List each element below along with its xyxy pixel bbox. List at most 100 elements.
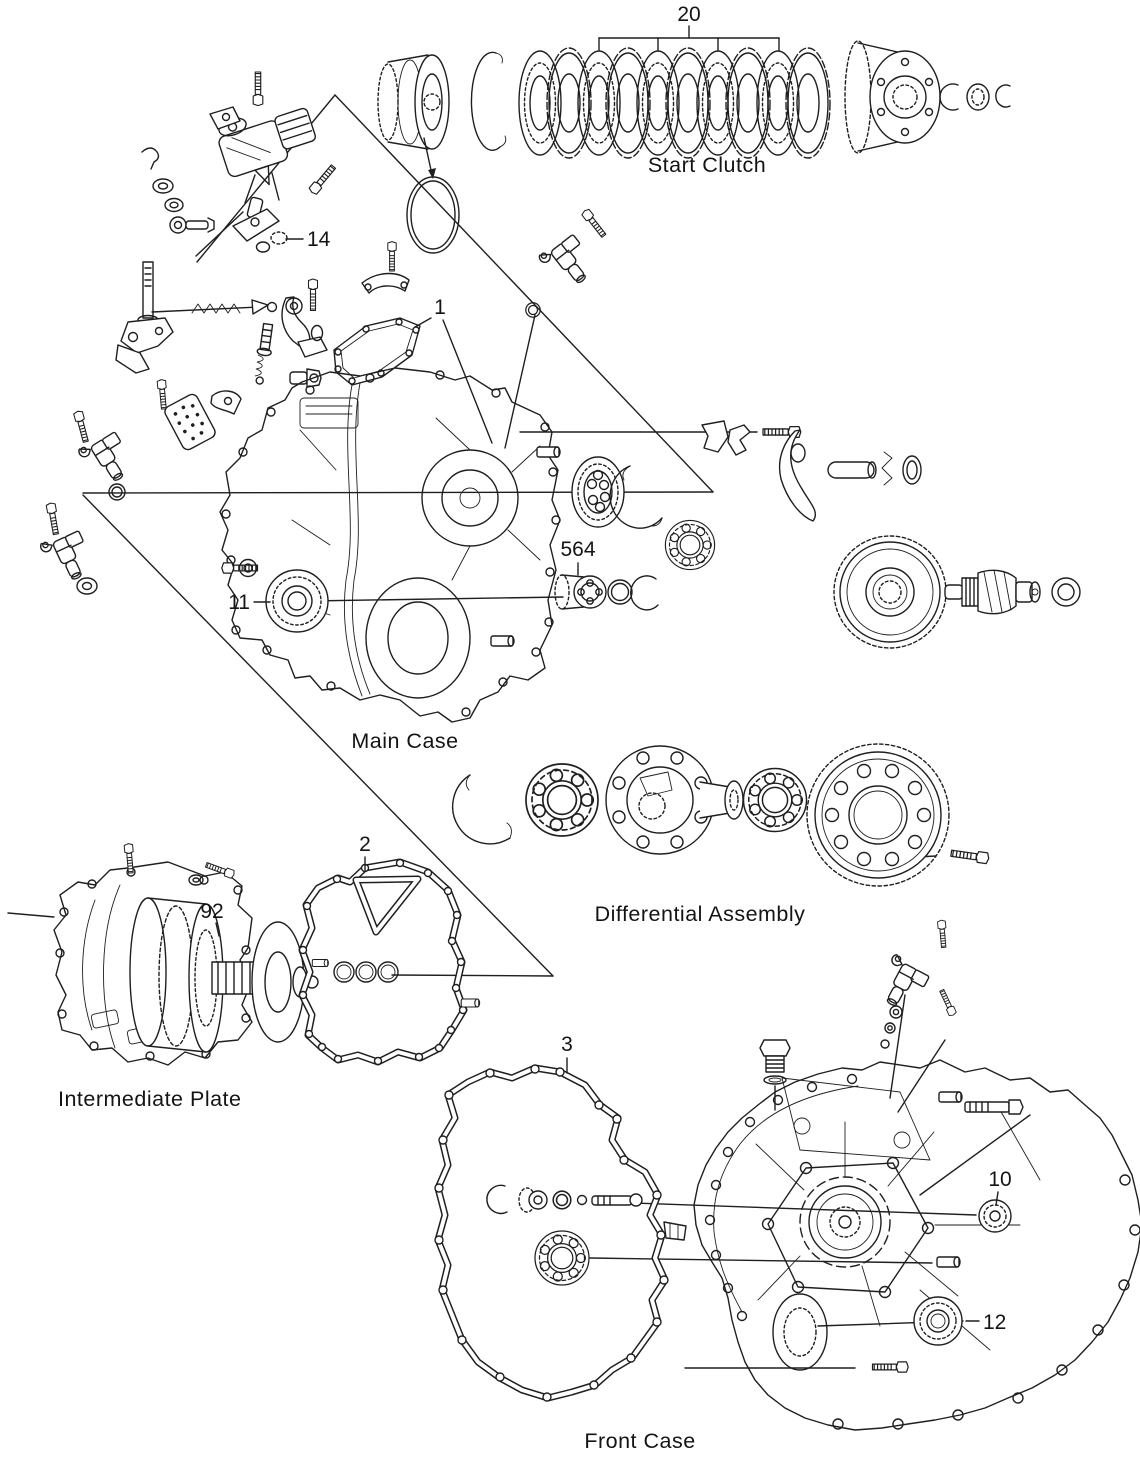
large-o-ring: [406, 176, 460, 254]
bolt-washer-pair: [188, 874, 204, 886]
drum-snap-ring: [995, 84, 1011, 108]
dowel-pin-icon: [460, 998, 481, 1008]
main-case-body: [219, 367, 561, 723]
bolt-icon: [871, 1361, 909, 1373]
main-case-section: 1: [38, 207, 608, 753]
clutch-pack: [518, 47, 831, 159]
bolt-icon: [204, 860, 236, 880]
needle-bearing: [571, 456, 625, 528]
friction-disc: [636, 50, 680, 156]
ring-gear-bolt: [949, 847, 991, 865]
pivot-shaft: [591, 1193, 643, 1207]
callout-12: 12: [983, 1311, 1006, 1334]
secondary-gear-set: [833, 535, 1081, 649]
bolt-icon: [387, 241, 397, 272]
o-ring-icon: [552, 1190, 572, 1210]
clutch-drum: [844, 40, 941, 154]
seal-bearing-11: [265, 569, 329, 633]
bolt-icon: [156, 378, 169, 410]
start-clutch-section: 20: [377, 3, 1011, 254]
callout-14: 14: [307, 228, 331, 251]
washer-stack: [152, 178, 184, 213]
front-case-section: 3: [434, 919, 1140, 1453]
differential-section: Differential Assembly: [452, 743, 991, 926]
tiny-washer: [576, 1194, 588, 1206]
final-ring-gear: [806, 743, 950, 887]
bolt-icon: [72, 409, 91, 444]
callout-20-bracket: [598, 25, 780, 51]
leader-lines: [82, 94, 1031, 1369]
hook-clip-icon: [141, 147, 160, 170]
pinion-washer: [1051, 577, 1081, 607]
differential-label: Differential Assembly: [595, 902, 806, 926]
bolt-icon: [307, 162, 338, 196]
bolt-icon: [937, 988, 958, 1018]
bolt-icon: [252, 71, 264, 107]
start-clutch-label: Start Clutch: [648, 153, 766, 177]
snap-ring-large: [609, 465, 663, 529]
detent-clip: [663, 1221, 687, 1241]
diff-bearing-left: [525, 763, 599, 837]
bolt-icon: [307, 278, 319, 312]
clutch-drum-assembly: [129, 897, 319, 1053]
secondary-pinion-shaft: [944, 569, 1041, 615]
bolt-icon: [45, 501, 61, 536]
clutch-plate: [785, 47, 831, 159]
callout-1: 1: [434, 296, 446, 319]
o-ring-icon: [108, 483, 126, 501]
detent-bolt-spring: [254, 322, 274, 385]
joint-elbow: [289, 368, 322, 388]
ball-bearing-icon: [664, 519, 716, 571]
callout-92-tick: [215, 922, 220, 937]
callout-3: 3: [561, 1033, 573, 1056]
solenoid-assembly: [218, 107, 316, 186]
lower-bracket: [297, 324, 328, 358]
parking-pawl-parts: [701, 420, 922, 522]
o-ring-icon: [525, 302, 541, 318]
callout-10: 10: [988, 1168, 1011, 1191]
front-case-body: [693, 1059, 1140, 1431]
diff-snap-ring: [452, 774, 511, 845]
differential-carrier: [605, 745, 744, 855]
mainshaft-parts: 564: [554, 420, 922, 611]
link-rod: [169, 216, 215, 234]
callout-564: 564: [560, 538, 595, 561]
callout-10-tick: [995, 1191, 999, 1206]
arrow-to-oring: [423, 137, 436, 179]
front-case-label: Front Case: [584, 1429, 695, 1453]
intermediate-plate-body: [7, 861, 253, 1066]
friction-disc: [696, 50, 740, 156]
drain-plug: [759, 1039, 791, 1085]
intermediate-plate-section: 92 2 Intermediate Plate: [7, 833, 481, 1111]
control-shaft: [115, 261, 174, 374]
front-case-sensor: [872, 952, 932, 1015]
speed-sensor-top: [537, 230, 600, 295]
selector-rod-with-spring: [151, 299, 278, 315]
intermediate-plate-label: Intermediate Plate: [58, 1087, 242, 1111]
sensor-washers: [880, 1005, 903, 1049]
loop-bracket: [281, 296, 311, 352]
front-case-gasket: [434, 1064, 669, 1402]
main-case-label: Main Case: [351, 729, 458, 753]
bolt-icon: [936, 919, 949, 949]
snap-ring-icon: [486, 1184, 508, 1215]
hanger-bracket: [361, 272, 410, 294]
bolt-icon: [580, 207, 608, 240]
seal-12: [913, 1296, 963, 1346]
callout-20: 20: [677, 3, 700, 26]
callout-2: 2: [359, 833, 371, 856]
control-valve-cluster: 14: [141, 71, 338, 253]
seal-10: [978, 1199, 1012, 1233]
snap-ring-tips: [622, 465, 663, 527]
large-o-ring-inner: [410, 180, 456, 250]
ball-bearing-icon: [534, 1230, 590, 1286]
clutch-snap-ring-tips: [495, 52, 507, 148]
dowel-pin-icon: [536, 446, 561, 458]
spring-plug: [518, 1187, 548, 1213]
secondary-driven-gear: [833, 535, 947, 649]
sealing-washer: [76, 577, 98, 595]
long-bolt: [964, 1099, 1024, 1115]
dowel-pin-icon: [938, 1091, 963, 1103]
